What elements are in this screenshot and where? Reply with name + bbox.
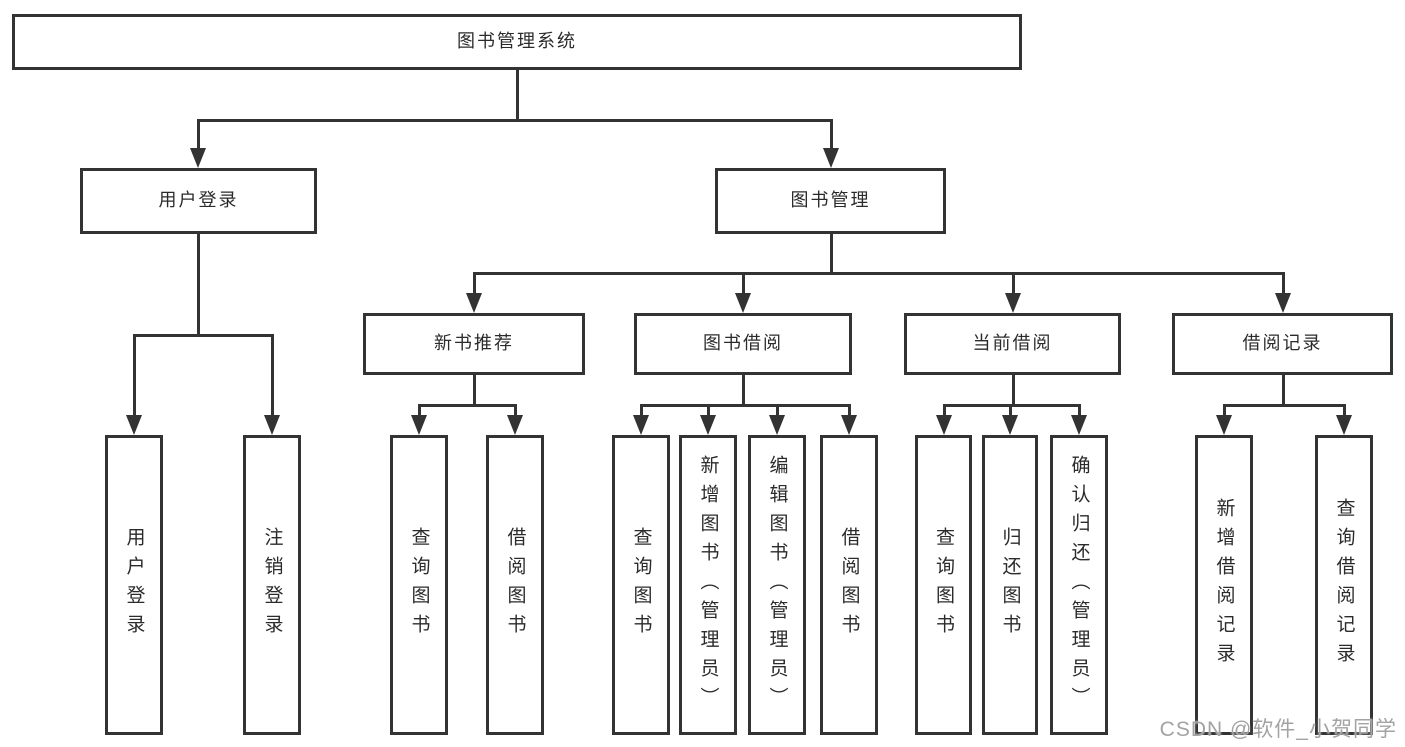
node-user-login: 用户登录 [80, 168, 317, 234]
connector-segment [196, 234, 200, 336]
node-root: 图书管理系统 [12, 14, 1022, 70]
node-new-book-recommend: 新书推荐 [363, 313, 585, 375]
connector-segment [417, 405, 421, 424]
connector-segment [847, 405, 851, 424]
arrowhead-down-icon [1275, 293, 1291, 313]
arrowhead-down-icon [1071, 415, 1087, 435]
connector-segment [515, 70, 519, 121]
node-current-borrowing: 当前借阅 [904, 313, 1121, 375]
node-label-borrowing-records: 借阅记录 [1242, 333, 1323, 354]
arrowhead-down-icon [264, 415, 280, 435]
arrowhead-down-icon [126, 415, 142, 435]
node-label-leaf-return-books: 归还图书 [999, 527, 1021, 643]
connector-segment [775, 405, 779, 424]
connector-segment [270, 335, 274, 424]
arrowhead-down-icon [1002, 415, 1018, 435]
connector-segment [639, 403, 851, 407]
arrowhead-down-icon [1336, 415, 1352, 435]
connector-segment [942, 403, 1081, 407]
connector-segment [196, 120, 200, 157]
connector-segment [1222, 403, 1346, 407]
node-label-leaf-borrow-books-1: 借阅图书 [504, 527, 526, 643]
connector-segment [1077, 405, 1081, 424]
node-leaf-add-borrow-record: 新增借阅记录 [1195, 435, 1253, 735]
connector-segment [741, 375, 745, 406]
node-leaf-borrow-books-2: 借阅图书 [820, 435, 878, 735]
arrowhead-down-icon [507, 415, 523, 435]
node-label-leaf-query-books-2: 查询图书 [630, 527, 652, 643]
connector-segment [1008, 405, 1012, 424]
connector-segment [829, 234, 833, 274]
arrowhead-down-icon [769, 415, 785, 435]
connector-segment [942, 405, 946, 424]
node-label-user-login: 用户登录 [158, 190, 239, 211]
node-leaf-user-login: 用户登录 [105, 435, 163, 735]
arrowhead-down-icon [190, 148, 206, 168]
node-leaf-query-books-1: 查询图书 [390, 435, 448, 735]
node-book-borrowing: 图书借阅 [634, 313, 852, 375]
watermark: CSDN @软件_小贺同学 [1159, 718, 1397, 741]
connector-segment [417, 403, 517, 407]
connector-segment [132, 333, 274, 337]
node-leaf-return-books: 归还图书 [982, 435, 1038, 735]
node-label-leaf-add-books: 新增图书（管理员） [697, 454, 719, 716]
connector-segment [472, 375, 476, 406]
arrowhead-down-icon [466, 293, 482, 313]
arrowhead-down-icon [411, 415, 427, 435]
node-label-leaf-query-books-3: 查询图书 [933, 527, 954, 643]
node-book-management: 图书管理 [715, 168, 946, 234]
connector-segment [1011, 375, 1015, 406]
node-leaf-confirm-return: 确认归还（管理员） [1050, 435, 1108, 735]
node-label-leaf-add-borrow-record: 新增借阅记录 [1213, 498, 1235, 672]
node-label-new-book-recommend: 新书推荐 [434, 333, 514, 354]
node-leaf-query-borrow-record: 查询借阅记录 [1315, 435, 1373, 735]
node-label-root: 图书管理系统 [457, 31, 577, 52]
arrowhead-down-icon [841, 415, 857, 435]
node-leaf-query-books-3: 查询图书 [915, 435, 972, 735]
node-label-leaf-borrow-books-2: 借阅图书 [838, 527, 860, 643]
connector-segment [472, 273, 476, 302]
node-label-leaf-logout: 注销登录 [261, 527, 283, 643]
connector-segment [741, 273, 745, 302]
arrowhead-down-icon [1216, 415, 1232, 435]
node-label-book-borrowing: 图书借阅 [703, 333, 783, 354]
arrowhead-down-icon [1005, 293, 1021, 313]
node-label-leaf-edit-books: 编辑图书（管理员） [766, 454, 788, 716]
node-label-leaf-query-borrow-record: 查询借阅记录 [1333, 498, 1355, 672]
connector-segment [1281, 273, 1285, 302]
node-label-book-management: 图书管理 [790, 190, 871, 211]
arrowhead-down-icon [633, 415, 649, 435]
connector-segment [829, 120, 833, 157]
node-borrowing-records: 借阅记录 [1172, 313, 1393, 375]
connector-segment [132, 335, 136, 424]
node-leaf-query-books-2: 查询图书 [612, 435, 670, 735]
connector-segment [639, 405, 643, 424]
connector-segment [1011, 273, 1015, 302]
node-label-current-borrowing: 当前借阅 [972, 333, 1053, 354]
node-leaf-borrow-books-1: 借阅图书 [486, 435, 544, 735]
node-label-leaf-query-books-1: 查询图书 [408, 527, 430, 643]
arrowhead-down-icon [823, 148, 839, 168]
node-leaf-add-books: 新增图书（管理员） [679, 435, 737, 735]
arrowhead-down-icon [735, 293, 751, 313]
connector-segment [1222, 405, 1226, 424]
connector-segment [706, 405, 710, 424]
connector-segment [196, 118, 833, 122]
connector-segment [513, 405, 517, 424]
arrowhead-down-icon [700, 415, 716, 435]
node-leaf-edit-books: 编辑图书（管理员） [748, 435, 806, 735]
connector-segment [472, 271, 1285, 275]
connector-segment [1281, 375, 1285, 406]
node-label-leaf-user-login: 用户登录 [123, 527, 145, 643]
node-leaf-logout: 注销登录 [243, 435, 301, 735]
connector-segment [1342, 405, 1346, 424]
node-label-leaf-confirm-return: 确认归还（管理员） [1068, 454, 1090, 716]
arrowhead-down-icon [936, 415, 952, 435]
